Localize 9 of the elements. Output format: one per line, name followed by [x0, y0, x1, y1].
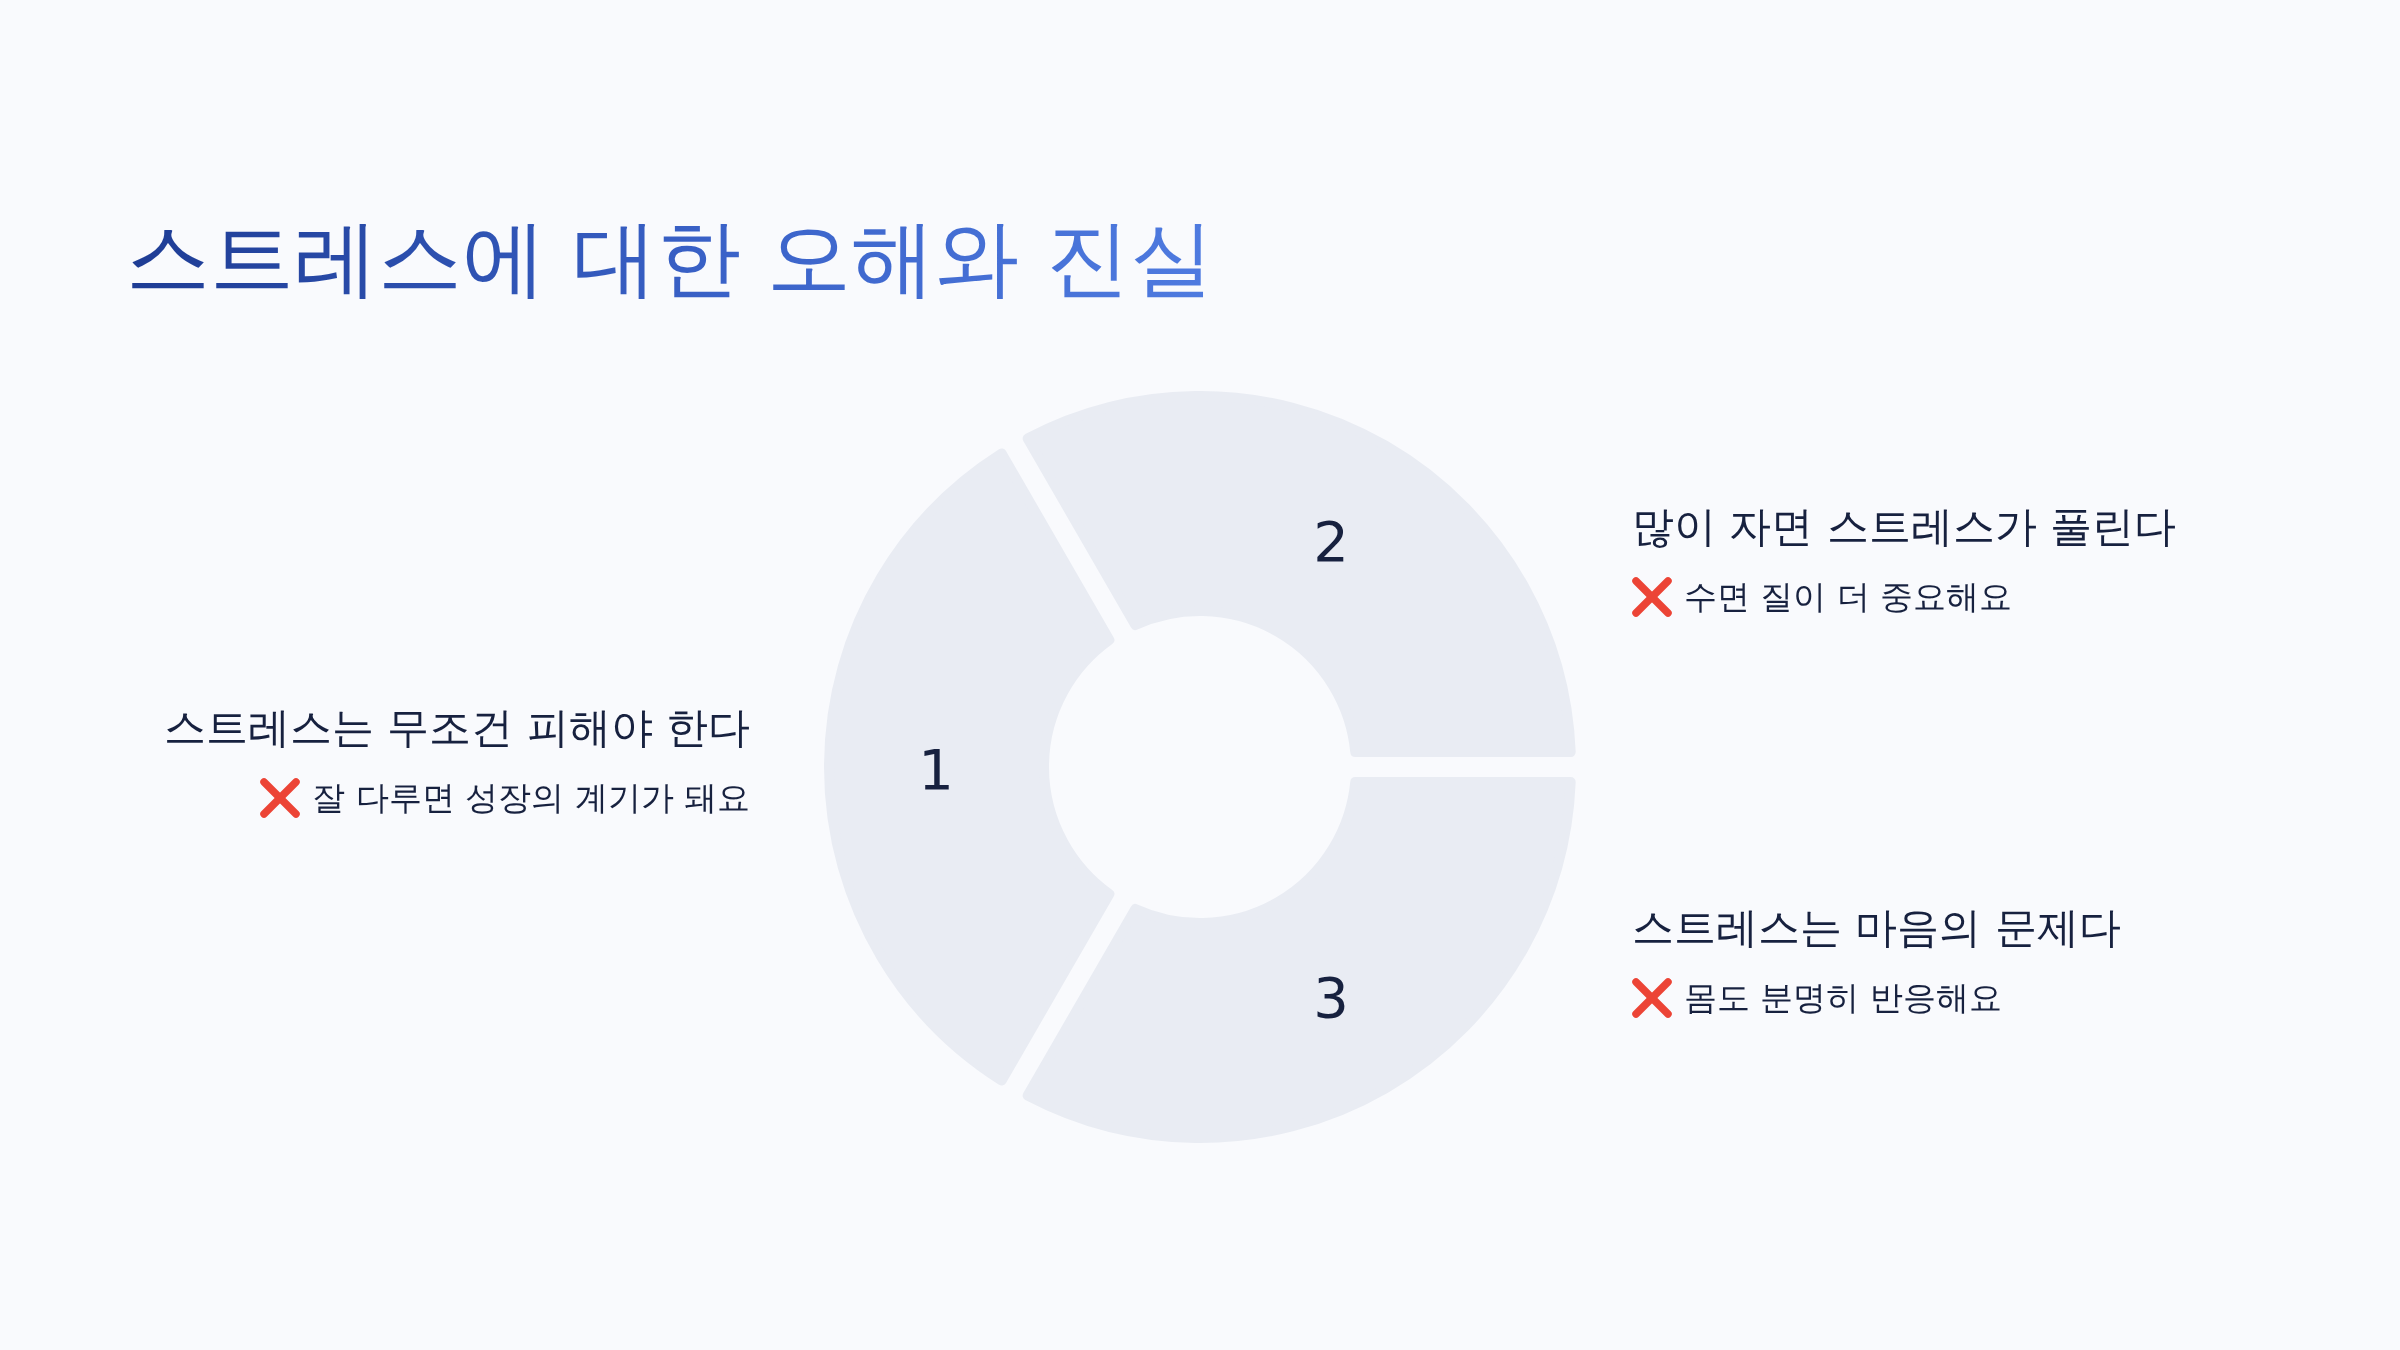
- fact-text: 수면 질이 더 중요해요: [1684, 577, 2013, 617]
- segment-number: 3: [1313, 970, 1349, 1026]
- segment-number: 2: [1313, 514, 1349, 570]
- fact-text: 잘 다루면 성장의 계기가 돼요: [312, 778, 750, 818]
- myth-heading: 스트레스는 마음의 문제다: [1632, 903, 2121, 953]
- segment-number: 1: [918, 742, 954, 798]
- fact-text: 몸도 분명히 반응해요: [1684, 978, 2002, 1018]
- myth-heading: 많이 자면 스트레스가 풀린다: [1632, 502, 2177, 552]
- myth-heading: 스트레스는 무조건 피해야 한다: [163, 703, 750, 753]
